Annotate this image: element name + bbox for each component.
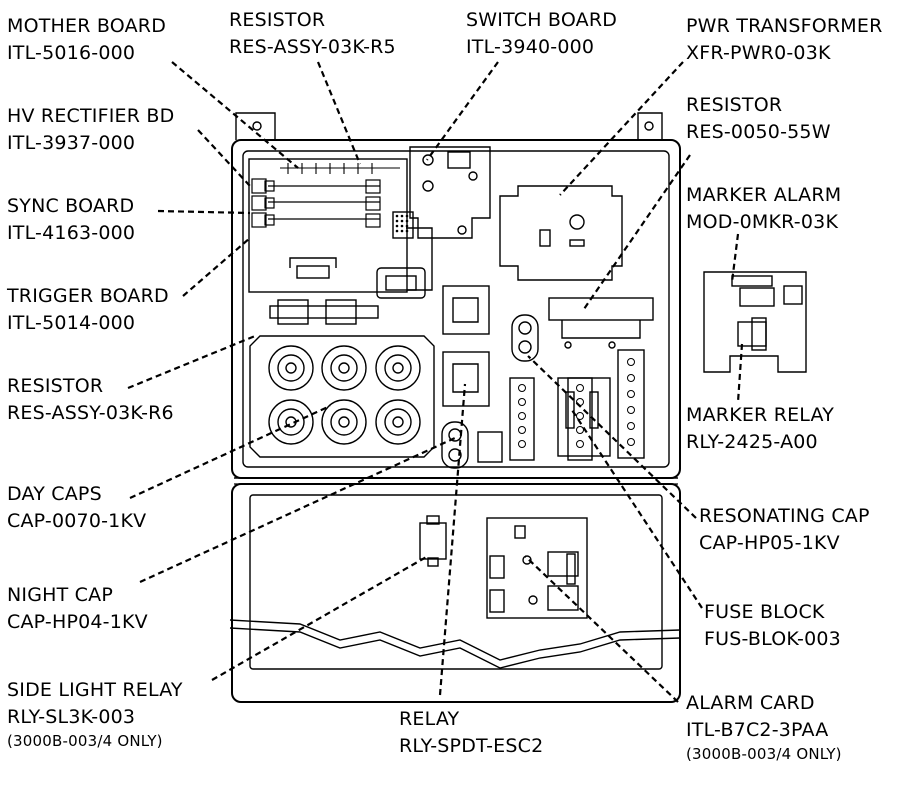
label-day-caps: DAY CAPS CAP-0070-1KV	[7, 481, 146, 535]
label-name: NIGHT CAP	[7, 584, 113, 606]
label-part: CAP-0070-1KV	[7, 510, 147, 532]
label-part: MOD-0MKR-03K	[686, 211, 839, 233]
switch-board	[409, 146, 491, 239]
mounting-tab-left	[235, 112, 276, 140]
label-part: RES-ASSY-03K-R6	[7, 402, 174, 424]
label-part: ITL-4163-000	[7, 222, 136, 244]
leader-marker-relay	[736, 343, 744, 403]
leader-relay	[438, 383, 467, 696]
resistor-assy-r6	[269, 305, 379, 319]
label-relay: RELAY RLY-SPDT-ESC2	[399, 706, 543, 760]
fuse-block	[557, 377, 611, 457]
terminal-strip-left	[509, 377, 535, 461]
label-name: RELAY	[399, 708, 460, 730]
label-resistor-r6: RESISTOR RES-ASSY-03K-R6	[7, 373, 174, 427]
marker-alarm-module	[703, 271, 807, 373]
label-part: ITL-3940-000	[466, 36, 595, 58]
label-resonating-cap: RESONATING CAP CAP-HP05-1KV	[699, 503, 870, 557]
label-name: SWITCH BOARD	[466, 9, 618, 31]
label-part: ITL-3937-000	[7, 132, 136, 154]
label-part: XFR-PWR0-03K	[686, 42, 831, 64]
label-part: ITL-5014-000	[7, 312, 136, 334]
leader-sync-board	[157, 209, 251, 215]
side-light-relay	[419, 522, 447, 560]
label-part: RES-ASSY-03K-R5	[229, 36, 396, 58]
label-name: ALARM CARD	[686, 692, 815, 714]
label-name: MARKER ALARM	[686, 184, 842, 206]
label-name: PWR TRANSFORMER	[686, 15, 883, 37]
day-caps	[249, 335, 435, 458]
leader-resistor-r5	[316, 61, 362, 165]
pwr-transformer	[499, 185, 623, 281]
label-switch-board: SWITCH BOARD ITL-3940-000	[466, 7, 617, 61]
leader-resistor-r6	[127, 334, 256, 390]
leader-hv-rectifier	[197, 129, 251, 187]
leader-resistor-55w	[583, 154, 691, 310]
label-marker-alarm: MARKER ALARM MOD-0MKR-03K	[686, 182, 841, 236]
resistor-55w	[548, 297, 654, 321]
label-part: RLY-SPDT-ESC2	[399, 735, 544, 757]
label-fuse-block: FUSE BLOCK FUS-BLOK-003	[704, 599, 841, 653]
resonating-cap	[511, 314, 539, 362]
label-part: CAP-HP04-1KV	[7, 611, 148, 633]
label-part: CAP-HP05-1KV	[699, 532, 840, 554]
label-name: HV RECTIFIER BD	[7, 105, 175, 127]
label-name: MOTHER BOARD	[7, 15, 167, 37]
break-line	[229, 619, 681, 661]
leader-day-caps	[129, 405, 331, 499]
label-part: ITL-5016-000	[7, 42, 136, 64]
label-name: MARKER RELAY	[686, 404, 835, 426]
label-name: TRIGGER BOARD	[7, 285, 169, 307]
mounting-tab-right	[637, 112, 663, 140]
leader-pwr-transformer	[559, 61, 684, 196]
leader-night-cap	[139, 436, 456, 584]
label-sync-board: SYNC BOARD ITL-4163-000	[7, 193, 135, 247]
label-mother-board: MOTHER BOARD ITL-5016-000	[7, 13, 166, 67]
alarm-card	[486, 517, 588, 619]
day-cap-cluster	[268, 345, 421, 445]
leader-mother-board	[171, 61, 299, 169]
leader-fuse-block	[571, 409, 703, 609]
label-name: SYNC BOARD	[7, 195, 135, 217]
leader-alarm-card	[524, 555, 679, 703]
leader-side-light-relay	[211, 555, 429, 681]
leader-marker-alarm	[730, 233, 740, 283]
relay-mount-lower	[442, 351, 490, 407]
label-part: RLY-SL3K-003	[7, 706, 136, 728]
leader-switch-board	[426, 61, 499, 161]
label-night-cap: NIGHT CAP CAP-HP04-1KV	[7, 582, 148, 636]
label-alarm-card: ALARM CARD ITL-B7C2-3PAA (3000B-003/4 ON…	[686, 690, 842, 764]
label-name: FUSE BLOCK	[704, 601, 825, 623]
leader-resonating-cap	[527, 355, 697, 519]
label-resistor-55w: RESISTOR RES-0050-55W	[686, 92, 831, 146]
label-side-light-relay: SIDE LIGHT RELAY RLY-SL3K-003 (3000B-003…	[7, 677, 183, 751]
label-name: RESISTOR	[7, 375, 104, 397]
label-part: FUS-BLOK-003	[704, 628, 841, 650]
label-part: ITL-B7C2-3PAA	[686, 719, 829, 741]
label-hv-rectifier: HV RECTIFIER BD ITL-3937-000	[7, 103, 174, 157]
leader-trigger-board	[182, 237, 251, 297]
label-marker-relay: MARKER RELAY RLY-2425-A00	[686, 402, 834, 456]
label-name: RESISTOR	[686, 94, 783, 116]
label-name: RESONATING CAP	[699, 505, 870, 527]
label-note: (3000B-003/4 ONLY)	[7, 732, 163, 750]
label-pwr-transformer: PWR TRANSFORMER XFR-PWR0-03K	[686, 13, 882, 67]
upper-enclosure	[231, 139, 681, 479]
label-note: (3000B-003/4 ONLY)	[686, 745, 842, 763]
label-part: RES-0050-55W	[686, 121, 831, 143]
label-trigger-board: TRIGGER BOARD ITL-5014-000	[7, 283, 169, 337]
label-resistor-r5: RESISTOR RES-ASSY-03K-R5	[229, 7, 396, 61]
label-name: SIDE LIGHT RELAY	[7, 679, 183, 701]
relay-mount-upper	[442, 285, 490, 335]
label-name: DAY CAPS	[7, 483, 102, 505]
terminal-strip-right	[617, 349, 645, 459]
label-name: RESISTOR	[229, 9, 326, 31]
label-part: RLY-2425-A00	[686, 431, 818, 453]
